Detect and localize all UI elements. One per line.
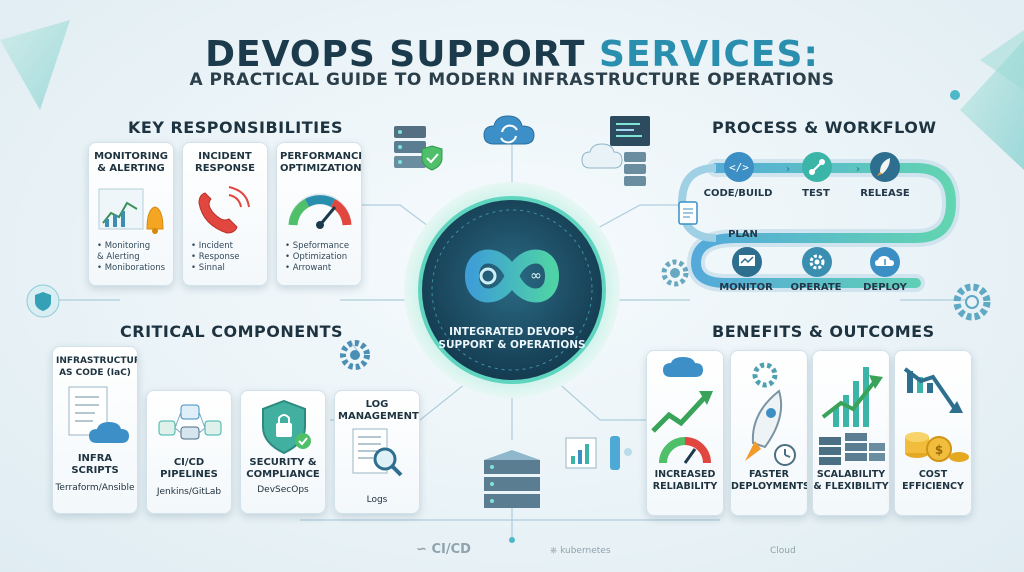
step-deploy: DEPLOY — [863, 282, 907, 293]
card-label: FASTER DEPLOYMENTS — [731, 469, 808, 492]
svg-text:∞: ∞ — [530, 268, 542, 284]
step-code-build: CODE/BUILD — [703, 188, 773, 199]
page-subtitle: A PRACTICAL GUIDE TO MODERN INFRASTRUCTU… — [189, 70, 835, 90]
card-title: LOG MANAGEMENT — [338, 399, 419, 422]
card-name: INFRA SCRIPTS — [71, 453, 119, 476]
svg-text:›: › — [856, 164, 860, 175]
title-accent: SERVICES: — [599, 34, 819, 75]
bullet: • Speformance — [285, 241, 350, 251]
cloud-code-server-icon — [581, 116, 650, 186]
pipeline-icon — [158, 404, 222, 440]
test-icon — [802, 152, 832, 182]
bullet: • Response — [191, 252, 240, 262]
card-title: PERFORMANCE OPTIMIZATION — [280, 151, 362, 174]
gear-icon — [661, 259, 689, 287]
title-main: DEVOPS SUPPORT — [205, 34, 600, 75]
bullet: • Arrowant — [285, 263, 332, 273]
bullet: • Incident — [191, 241, 233, 251]
footer-kubernetes-label: kubernetes — [560, 546, 611, 556]
code-icon: </> — [724, 152, 754, 182]
gear-icon — [802, 247, 832, 277]
shield-icon — [26, 284, 60, 318]
step-monitor: MONITOR — [719, 282, 773, 293]
card-scalability-flexibility: SCALABILITY & FLEXIBILITY — [812, 350, 890, 516]
benefits-title: BENEFITS & OUTCOMES — [712, 322, 935, 341]
gauge-icon — [288, 193, 352, 229]
gear-icon — [340, 340, 370, 370]
card-foot: Jenkins/GitLab — [156, 487, 222, 497]
card-label: INCREASED RELIABILITY — [652, 469, 718, 492]
step-test: TEST — [802, 188, 830, 199]
process-workflow-title: PROCESS & WORKFLOW — [712, 118, 937, 137]
step-plan: PLAN — [728, 229, 758, 240]
svg-text:›: › — [786, 164, 790, 175]
footer-cloud: Cloud — [770, 546, 796, 556]
analytics-icon — [565, 436, 632, 470]
card-foot: DevSecOps — [257, 485, 309, 495]
card-name: SECURITY & COMPLIANCE — [246, 457, 320, 480]
step-operate: OPERATE — [790, 282, 842, 293]
reliability-icon — [651, 357, 713, 464]
card-title: MONITORING & ALERTING — [94, 151, 168, 174]
server-shield-icon — [394, 126, 443, 171]
card-increased-reliability: INCREASED RELIABILITY — [646, 350, 724, 516]
chart-bell-icon — [98, 188, 164, 234]
card-label: COST EFFICIENCY — [902, 469, 964, 492]
card-faster-deployments: FASTER DEPLOYMENTS — [730, 350, 808, 516]
scalability-icon — [819, 367, 885, 465]
card-monitoring-alerting: MONITORING & ALERTING • Monitoring & Ale… — [88, 142, 174, 286]
shield-lock-icon — [262, 399, 311, 455]
log-magnifier-icon — [352, 428, 403, 477]
critical-components-title: CRITICAL COMPONENTS — [120, 322, 344, 341]
gear-icon — [953, 283, 991, 321]
card-log-management: LOG MANAGEMENT Logs — [334, 390, 420, 514]
card-title: INCIDENT RESPONSE — [195, 151, 255, 174]
card-ci-cd-pipelines: CI/CD PIPELINES Jenkins/GitLab — [146, 390, 232, 514]
rocket-icon — [745, 362, 796, 466]
footer-cicd: ∽ CI/CD — [416, 542, 471, 557]
cicd-icon: ∽ — [416, 542, 427, 557]
card-incident-response: INCIDENT RESPONSE • Incident • Response … — [182, 142, 268, 286]
rocket-icon — [870, 152, 900, 182]
kubernetes-icon: ⎈ — [550, 546, 558, 556]
document-cloud-icon — [68, 386, 129, 443]
phone-icon — [198, 186, 250, 234]
card-foot: Logs — [366, 495, 388, 505]
svg-text:$: $ — [935, 443, 943, 457]
card-name: CI/CD PIPELINES — [160, 457, 218, 480]
bullet: & Alerting — [97, 252, 140, 262]
card-performance-optimization: PERFORMANCE OPTIMIZATION • Speformance •… — [276, 142, 362, 286]
bullet: • Sinnal — [191, 263, 225, 273]
footer-cicd-label: CI/CD — [431, 542, 471, 557]
footer-kubernetes: ⎈ kubernetes — [550, 546, 611, 556]
card-infrastructure-as-code: INFRASTRUCTURE AS CODE (IaC) INFRA SCRIP… — [52, 346, 138, 514]
card-label: SCALABILITY & FLEXIBILITY — [813, 469, 889, 492]
key-responsibilities-title: KEY RESPONSIBILITIES — [128, 118, 344, 137]
card-foot: Terraform/Ansible — [55, 483, 135, 493]
cloud-sync-icon — [483, 115, 535, 145]
central-hub-emblem: ∞ — [404, 182, 620, 398]
step-release: RELEASE — [860, 188, 910, 199]
card-security-compliance: SECURITY & COMPLIANCE DevSecOps — [240, 390, 326, 514]
central-hub-label: INTEGRATED DEVOPS SUPPORT & OPERATIONS — [438, 326, 586, 351]
cost-icon: $ — [903, 367, 969, 462]
monitor-icon — [732, 247, 762, 277]
page-title: DEVOPS SUPPORT SERVICES: — [0, 34, 1024, 75]
card-cost-efficiency: $ COST EFFICIENCY — [894, 350, 972, 516]
card-title: INFRASTRUCTURE AS CODE (IaC) — [56, 356, 138, 378]
server-stack-icon — [484, 450, 540, 508]
cloud-upload-icon — [870, 247, 900, 277]
bullet: • Optimization — [285, 252, 348, 262]
bullet: • Monitoring — [97, 241, 151, 251]
plan-clipboard-icon — [678, 201, 698, 225]
bullet: • Moniborations — [97, 263, 166, 273]
svg-text:</>: </> — [729, 161, 749, 174]
